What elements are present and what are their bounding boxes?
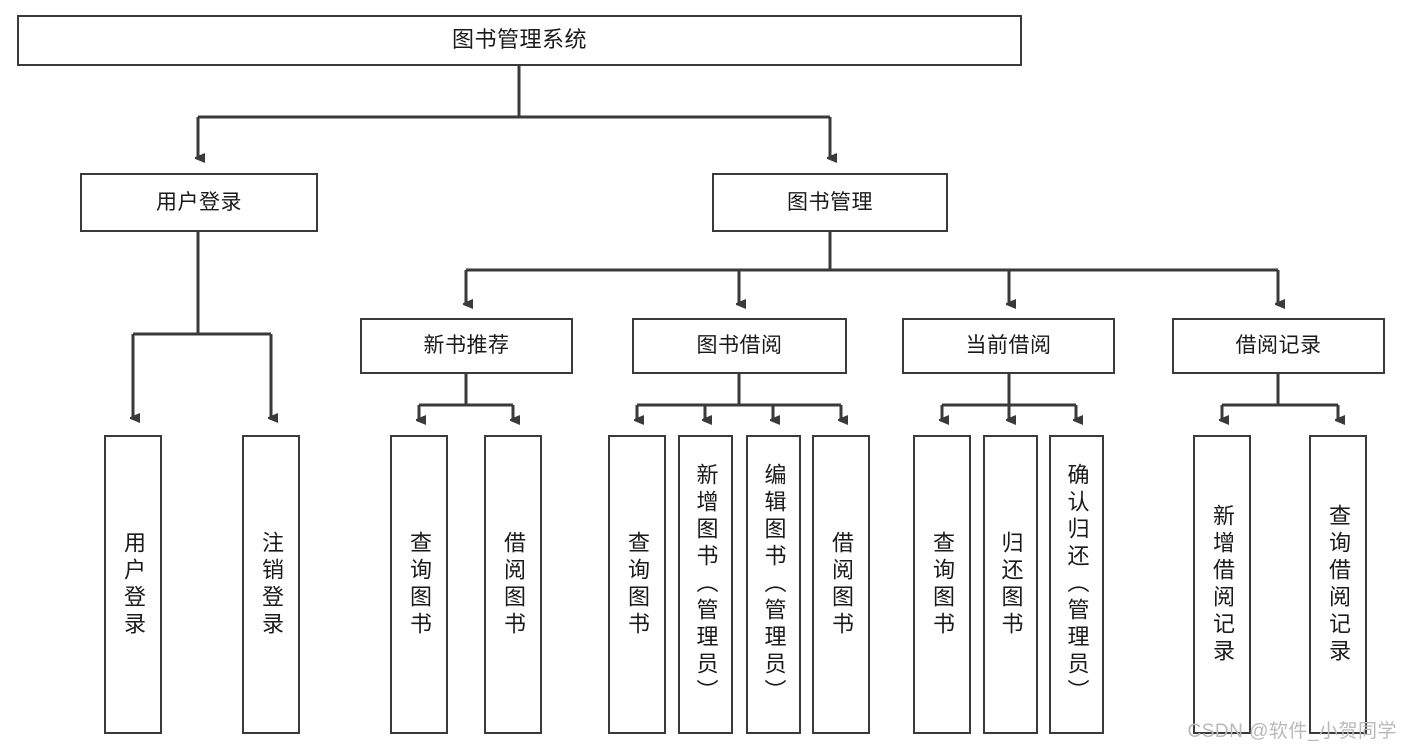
node-current-borrow[interactable]: 当前借阅 xyxy=(902,318,1115,374)
node-borrow-records[interactable]: 借阅记录 xyxy=(1172,318,1385,374)
node-leaf-borrow-books-label: 借阅图书 xyxy=(829,530,854,639)
node-leaf-edit-book-admin[interactable]: 编辑图书（管理员） xyxy=(746,435,801,734)
node-leaf-user-login[interactable]: 用户登录 xyxy=(104,435,162,734)
node-root[interactable]: 图书管理系统 xyxy=(17,15,1022,66)
node-leaf-query-books-current-label: 查询图书 xyxy=(930,530,955,639)
node-leaf-logout-label: 注销登录 xyxy=(259,530,284,639)
node-book-management[interactable]: 图书管理 xyxy=(712,173,948,232)
node-leaf-query-books-borrow[interactable]: 查询图书 xyxy=(608,435,666,734)
node-leaf-add-borrow-record[interactable]: 新增借阅记录 xyxy=(1193,435,1251,734)
node-user-login-label: 用户登录 xyxy=(156,190,242,214)
node-leaf-borrow-books-new-label: 借阅图书 xyxy=(501,530,526,639)
node-leaf-query-borrow-record[interactable]: 查询借阅记录 xyxy=(1309,435,1367,734)
node-new-book-recommend-label: 新书推荐 xyxy=(423,334,510,358)
node-leaf-user-login-label: 用户登录 xyxy=(121,530,146,639)
node-leaf-query-books-current[interactable]: 查询图书 xyxy=(913,435,971,734)
node-user-login[interactable]: 用户登录 xyxy=(80,173,318,232)
node-leaf-query-borrow-record-label: 查询借阅记录 xyxy=(1326,503,1351,666)
node-book-borrow[interactable]: 图书借阅 xyxy=(632,318,847,374)
node-current-borrow-label: 当前借阅 xyxy=(965,334,1052,358)
node-leaf-return-books-label: 归还图书 xyxy=(998,530,1024,639)
node-leaf-return-books[interactable]: 归还图书 xyxy=(983,435,1038,734)
node-leaf-query-books-new[interactable]: 查询图书 xyxy=(390,435,448,734)
node-leaf-query-books-borrow-label: 查询图书 xyxy=(625,530,650,639)
node-leaf-borrow-books-new[interactable]: 借阅图书 xyxy=(484,435,542,734)
node-leaf-borrow-books[interactable]: 借阅图书 xyxy=(812,435,870,734)
node-leaf-confirm-return-admin[interactable]: 确认归还（管理员） xyxy=(1049,435,1104,734)
node-book-management-label: 图书管理 xyxy=(787,190,873,214)
node-leaf-logout[interactable]: 注销登录 xyxy=(242,435,300,734)
node-leaf-add-book-admin[interactable]: 新增图书（管理员） xyxy=(678,435,733,734)
node-borrow-records-label: 借阅记录 xyxy=(1235,334,1322,358)
node-leaf-confirm-return-admin-label: 确认归还（管理员） xyxy=(1064,463,1090,706)
node-leaf-add-book-admin-label: 新增图书（管理员） xyxy=(693,463,719,706)
node-leaf-query-books-new-label: 查询图书 xyxy=(407,530,432,639)
node-new-book-recommend[interactable]: 新书推荐 xyxy=(360,318,573,374)
node-leaf-add-borrow-record-label: 新增借阅记录 xyxy=(1210,503,1235,666)
node-leaf-edit-book-admin-label: 编辑图书（管理员） xyxy=(761,463,787,706)
node-book-borrow-label: 图书借阅 xyxy=(696,334,783,358)
node-root-label: 图书管理系统 xyxy=(451,27,587,53)
watermark: CSDN @软件_小贺同学 xyxy=(1187,721,1397,742)
